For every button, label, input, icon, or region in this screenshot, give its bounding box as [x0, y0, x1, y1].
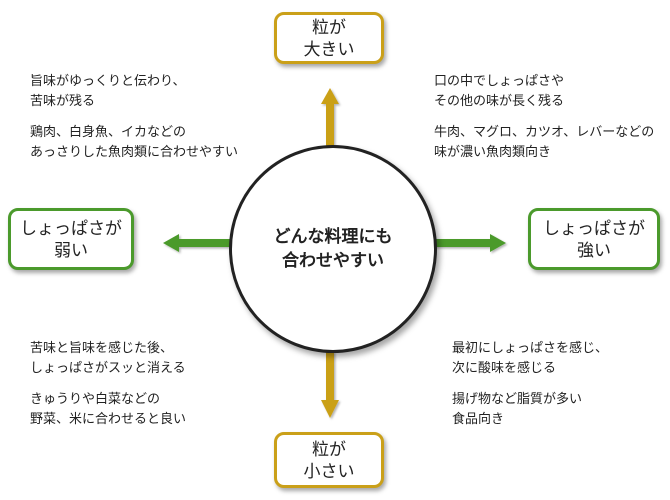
large-grain-line1: 粒が	[312, 18, 346, 38]
large-grain-box: 粒が 大きい	[274, 12, 384, 64]
note-line: 最初にしょっぱさを感じ、	[452, 341, 609, 356]
note-bottom-right-para1: 最初にしょっぱさを感じ、 次に酸味を感じる	[452, 339, 608, 379]
note-line: 揚げ物など脂質が多い	[452, 392, 583, 407]
note-line: 苦味が残る	[30, 94, 96, 109]
note-line: 旨味がゆっくりと伝わり、	[30, 74, 186, 89]
arrow-up	[321, 88, 339, 147]
note-bottom-right: 最初にしょっぱさを感じ、 次に酸味を感じる 揚げ物など脂質が多い 食品向き	[452, 339, 608, 441]
note-bottom-right-para2: 揚げ物など脂質が多い 食品向き	[452, 390, 608, 430]
center-circle: どんな料理にも 合わせやすい	[229, 145, 437, 353]
weak-saltiness-box: しょっぱさが 弱い	[8, 208, 134, 270]
note-line: 鶏肉、白身魚、イカなどの	[30, 125, 187, 140]
center-line2: 合わせやすい	[282, 251, 384, 271]
small-grain-line1: 粒が	[312, 440, 346, 460]
note-line: あっさりした魚肉類に合わせやすい	[30, 145, 239, 160]
note-top-right: 口の中でしょっぱさや その他の味が長く残る 牛肉、マグロ、カツオ、レバーなどの …	[434, 72, 654, 174]
note-bottom-left: 苦味と旨味を感じた後、 しょっぱさがスッと消える きゅうりや白菜などの 野菜、米…	[30, 339, 186, 441]
note-line: 次に酸味を感じる	[452, 361, 557, 376]
note-top-left-para2: 鶏肉、白身魚、イカなどの あっさりした魚肉類に合わせやすい	[30, 123, 238, 163]
note-line: その他の味が長く残る	[434, 94, 565, 109]
strong-saltiness-box: しょっぱさが 強い	[528, 208, 660, 270]
note-top-left: 旨味がゆっくりと伝わり、 苦味が残る 鶏肉、白身魚、イカなどの あっさりした魚肉…	[30, 72, 238, 174]
arrow-right	[434, 234, 506, 252]
strong-saltiness-line2: 強い	[577, 241, 611, 261]
weak-saltiness-line1: しょっぱさが	[20, 219, 122, 239]
note-bottom-left-para2: きゅうりや白菜などの 野菜、米に合わせると良い	[30, 390, 186, 430]
center-line1: どんな料理にも	[273, 227, 393, 247]
note-bottom-left-para1: 苦味と旨味を感じた後、 しょっぱさがスッと消える	[30, 339, 186, 379]
note-line: 味が濃い魚肉類向き	[434, 145, 552, 160]
note-line: しょっぱさがスッと消える	[30, 361, 186, 376]
note-line: きゅうりや白菜などの	[30, 392, 161, 407]
note-line: 食品向き	[452, 412, 505, 427]
note-line: 牛肉、マグロ、カツオ、レバーなどの	[434, 125, 655, 140]
note-top-right-para2: 牛肉、マグロ、カツオ、レバーなどの 味が濃い魚肉類向き	[434, 123, 654, 163]
arrow-down	[321, 351, 339, 418]
small-grain-box: 粒が 小さい	[274, 432, 384, 488]
note-line: 口の中でしょっぱさや	[434, 74, 565, 89]
weak-saltiness-line2: 弱い	[54, 241, 88, 261]
strong-saltiness-line1: しょっぱさが	[543, 219, 645, 239]
small-grain-line2: 小さい	[303, 462, 355, 482]
note-top-left-para1: 旨味がゆっくりと伝わり、 苦味が残る	[30, 72, 238, 112]
arrow-left	[163, 234, 232, 252]
large-grain-line2: 大きい	[303, 40, 355, 60]
note-line: 野菜、米に合わせると良い	[30, 412, 187, 427]
note-line: 苦味と旨味を感じた後、	[30, 341, 174, 356]
note-top-right-para1: 口の中でしょっぱさや その他の味が長く残る	[434, 72, 654, 112]
